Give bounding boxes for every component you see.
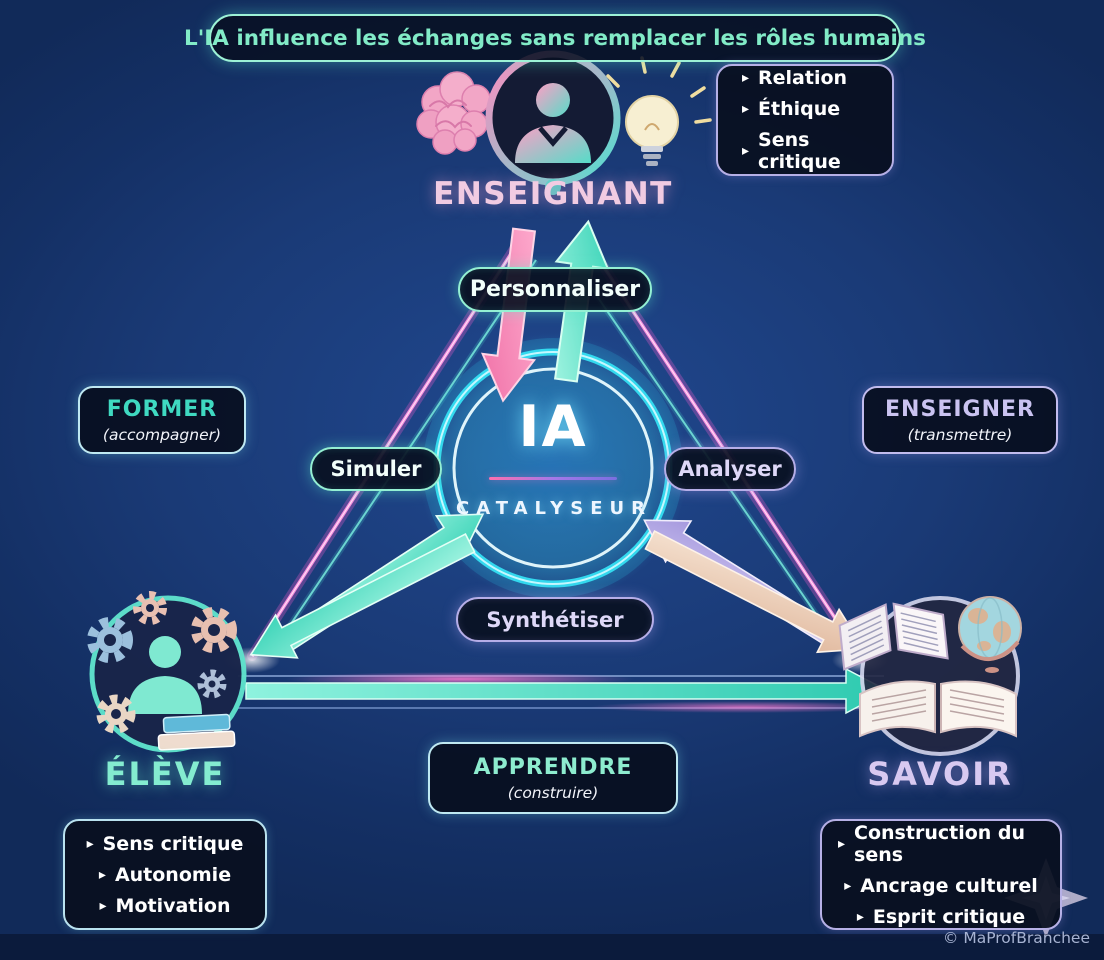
bullet-text: Esprit critique [872,905,1026,928]
bullet-arrow-icon: ▸ [742,70,750,86]
enseigner-box: ENSEIGNER (transmettre) [862,386,1058,454]
bullet-item: ▸ Autonomie [81,864,249,886]
teacher-node-label: ENSEIGNANT [433,176,673,212]
bullet-item: ▸ Sens critique [81,833,249,855]
bullet-text: Ancrage culturel [860,874,1038,897]
ia-acronym: IA [518,394,588,460]
bullet-text: Autonomie [114,863,232,886]
globe-icon [958,596,1022,673]
bottom-glow-streaks [224,647,900,713]
gear-icon [191,607,237,653]
bullet-arrow-icon: ▸ [844,877,852,894]
knowledge-node-label: SAVOIR [867,755,1013,793]
bullet-text: Éthique [758,98,841,120]
personnaliser-pill: Personnaliser [458,267,652,312]
open-book-icon [838,602,949,671]
gear-icon [87,617,133,663]
brain-icon [416,71,491,155]
bullet-text: Sens critique [758,129,841,173]
bullet-item: ▸ Ancrage culturel [838,875,1044,897]
title-banner: L'IA influence les échanges sans remplac… [184,14,926,62]
bullet-arrow-icon: ▸ [742,101,750,117]
bullet-arrow-icon: ▸ [742,143,750,159]
bullet-arrow-icon: ▸ [98,866,106,883]
bullet-text: Construction du sens [854,821,1026,866]
ia-role-label: CATALYSEUR [456,498,652,519]
bullet-item: ▸ Esprit critique [838,906,1044,928]
bullet-item: ▸ Motivation [81,895,249,917]
bullet-text: Motivation [115,894,231,917]
apprendre-sublabel: (construire) [507,783,599,802]
synthetiser-pill: Synthétiser [456,597,654,642]
bullet-text: Relation [758,67,848,89]
bullet-item: ▸ Sens critique [742,129,876,173]
watermark: © MaProfBranchee [942,929,1090,947]
bullet-arrow-icon: ▸ [838,835,846,852]
enseigner-sublabel: (transmettre) [907,425,1013,444]
gear-icon [133,591,167,625]
ia-circle-rings [418,333,688,603]
ia-divider [489,477,617,480]
apprendre-label: APPRENDRE [473,754,633,780]
gear-icon [197,669,227,699]
student-bullet-box: ▸ Sens critique ▸ Autonomie ▸ Motivation [63,819,267,930]
simuler-pill: Simuler [310,447,442,491]
teacher-bullet-box: ▸ Relation ▸ Éthique ▸ Sens critique [716,64,894,176]
bullet-item: ▸ Construction du sens [838,822,1044,866]
former-box: FORMER (accompagner) [78,386,246,454]
bullet-item: ▸ Relation [742,67,876,89]
bullet-arrow-icon: ▸ [86,835,94,852]
arrow-right-down-peach [644,530,866,654]
bullet-arrow-icon: ▸ [99,897,107,914]
former-sublabel: (accompagner) [102,425,222,444]
apprendre-box: APPRENDRE (construire) [428,742,678,814]
gear-icon [96,694,136,734]
lightbulb-icon [606,56,712,166]
knowledge-bullet-box: ▸ Construction du sens ▸ Ancrage culture… [820,819,1062,930]
arrow-left-down [249,533,476,659]
bottom-strip [0,934,1104,960]
enseigner-label: ENSEIGNER [885,396,1035,422]
books-icon [157,713,236,751]
open-book-icon [859,680,1017,738]
analyser-pill: Analyser [664,447,796,491]
former-label: FORMER [106,396,218,422]
teacher-badge-icon [485,50,621,195]
bullet-item: ▸ Éthique [742,98,876,120]
bullet-arrow-icon: ▸ [856,908,864,925]
bullet-text: Sens critique [102,832,244,855]
student-node-label: ÉLÈVE [104,755,226,793]
